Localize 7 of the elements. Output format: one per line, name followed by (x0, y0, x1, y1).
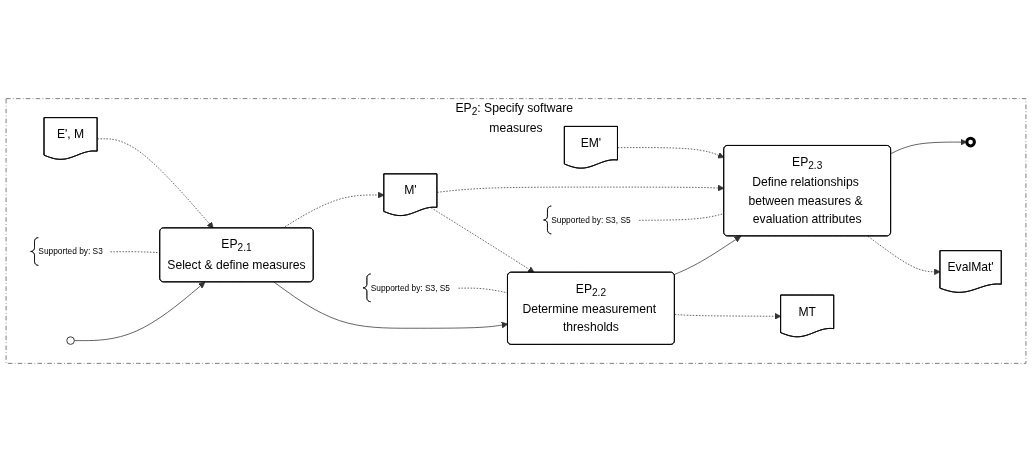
node-text: Supported by: S3, S5 (370, 283, 451, 293)
connector (110, 251, 161, 254)
node-text: Supported by: S3 (38, 246, 103, 256)
node-text: Supported by: S3, S5 (551, 215, 631, 225)
connector (458, 287, 509, 294)
node-circle (66, 336, 75, 345)
node-circle (965, 136, 976, 148)
